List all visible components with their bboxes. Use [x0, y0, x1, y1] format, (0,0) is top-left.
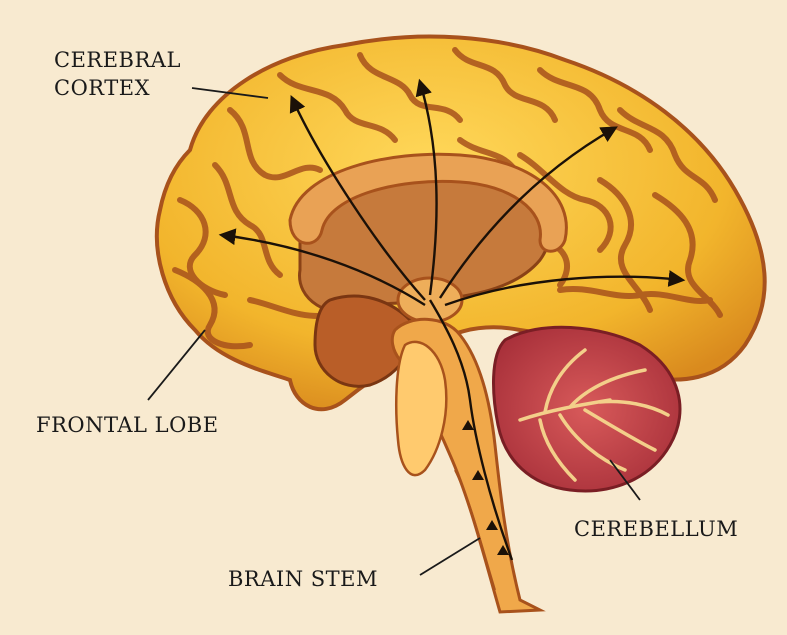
label-cerebral-cortex-line1: CEREBRAL: [54, 47, 181, 73]
label-brain-stem: BRAIN STEM: [228, 566, 378, 592]
label-cerebral-cortex-line2: CORTEX: [54, 75, 150, 101]
label-frontal-lobe: FRONTAL LOBE: [36, 412, 219, 438]
label-cerebellum: CEREBELLUM: [574, 516, 738, 542]
